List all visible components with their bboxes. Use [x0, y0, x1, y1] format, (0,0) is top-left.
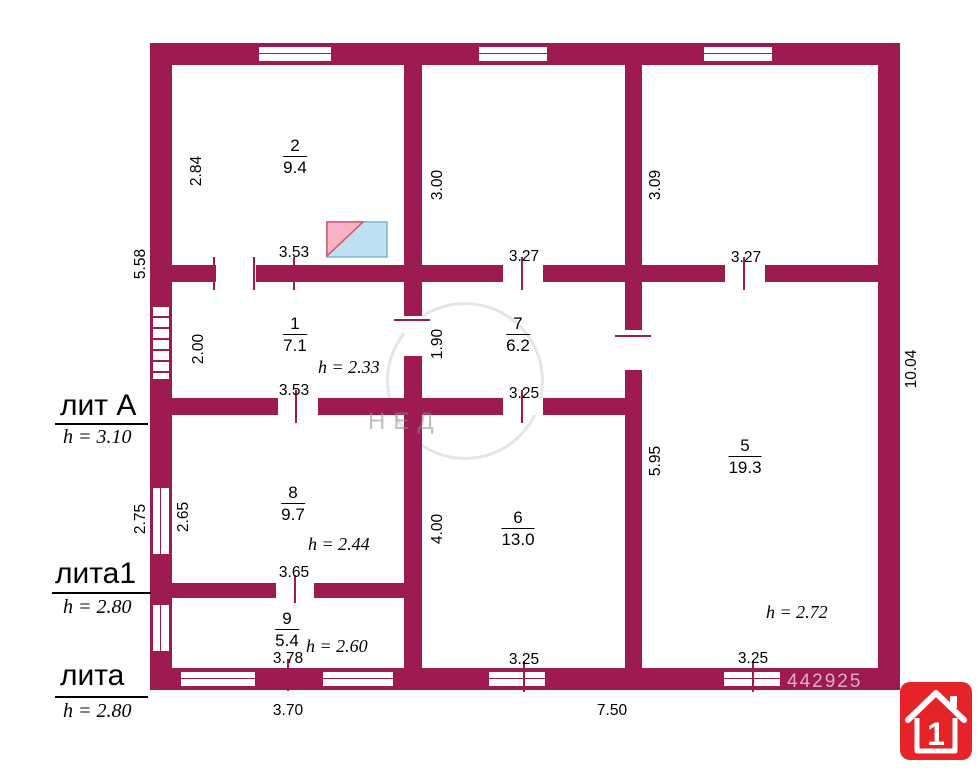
- door-opening-4: [404, 316, 422, 356]
- dim-hall-top-width: 3.27: [508, 248, 540, 265]
- wall-outer-right: [878, 43, 900, 690]
- door-opening-5: [625, 330, 642, 370]
- room-area: 9.7: [281, 505, 305, 525]
- room-label-7: 7 6.2: [506, 314, 530, 357]
- room-number: 2: [283, 136, 307, 158]
- litera-a1-height: h = 2.80: [63, 596, 132, 618]
- dim-hall-top-depth: 3.00: [429, 169, 446, 201]
- door-opening-6: [278, 398, 318, 415]
- watermark-number: 442925: [787, 671, 863, 692]
- dim-room6-width: 3.25: [508, 651, 540, 668]
- room-height-label: h = 2.60: [306, 636, 368, 656]
- door-opening-1: [216, 265, 256, 282]
- room-label-8: 8 9.7: [281, 483, 305, 526]
- room-area: 13.0: [501, 530, 535, 550]
- dim-right-top-depth: 3.09: [647, 169, 664, 201]
- room-number: 9: [275, 609, 299, 631]
- window-top-3: [703, 46, 773, 62]
- door-tick: [253, 257, 255, 290]
- dim-room7-depth: 1.90: [429, 328, 446, 360]
- dim-room8-depth: 2.65: [175, 501, 192, 533]
- furnace-icon: [326, 221, 388, 258]
- door-tick: [213, 257, 215, 290]
- dimension-tick: [521, 390, 523, 423]
- dimension-tick: [293, 257, 295, 290]
- litera-divider: [55, 696, 148, 698]
- dim-room9-width: 3.78: [272, 650, 304, 667]
- dimension-tick: [294, 575, 296, 603]
- room-number: 1: [283, 314, 307, 336]
- dim-room2-width: 3.53: [278, 244, 310, 261]
- room-area: 6.2: [506, 336, 530, 356]
- dim-bottom-outer-left: 3.70: [272, 702, 304, 719]
- room-label-5: 5 19.3: [728, 436, 762, 479]
- wall-inner-vertical-a: [404, 65, 422, 668]
- litera-a0-label: лита: [60, 659, 125, 692]
- window-top-1: [258, 46, 332, 62]
- dim-room2-depth: 2.84: [188, 155, 205, 187]
- dim-bottom-outer-right: 7.50: [596, 702, 628, 719]
- dimension-tick: [521, 257, 523, 290]
- logo-digit: 1: [927, 716, 945, 752]
- room-height-label: h = 2.44: [308, 534, 370, 554]
- litera-divider: [52, 592, 151, 594]
- dim-room7-width: 3.25: [508, 385, 540, 402]
- room-label-1: 1 7.1: [283, 314, 307, 357]
- watermark-text: НЕД: [368, 408, 442, 435]
- dimension-tick: [523, 661, 525, 692]
- window-left-3: [152, 604, 170, 652]
- litera-a0-height: h = 2.80: [63, 700, 132, 722]
- door-opening-2: [503, 265, 543, 282]
- dimension-tick: [287, 659, 289, 691]
- dimension-tick: [752, 661, 754, 692]
- room-label-2: 2 9.4: [283, 136, 307, 179]
- room-height-label: h = 2.72: [766, 602, 828, 622]
- watermark-circle-icon: [386, 302, 544, 460]
- window-bottom-3: [488, 671, 546, 687]
- dim-right-top-width: 3.27: [730, 249, 762, 266]
- dim-room8-width: 3.65: [278, 564, 310, 581]
- dimension-tick: [295, 390, 297, 423]
- dim-right-outer: 10.04: [903, 349, 920, 389]
- room-number: 8: [281, 483, 305, 505]
- room-number: 7: [506, 314, 530, 336]
- dim-left-outer-top: 5.58: [132, 248, 149, 280]
- house-icon: 1: [905, 690, 967, 754]
- room-area: 5.4: [275, 631, 299, 651]
- window-bottom-2: [322, 671, 394, 687]
- door-tick: [394, 319, 430, 321]
- window-left-1: [152, 306, 170, 380]
- litera-a-label: лит А: [60, 389, 137, 422]
- door-opening-7: [503, 398, 543, 415]
- room-height-label: h = 2.33: [318, 357, 380, 377]
- dim-room6-depth: 4.00: [429, 513, 446, 545]
- agency-logo: 1: [900, 682, 972, 760]
- dim-left-outer-mid: 2.75: [132, 503, 149, 535]
- room-area: 9.4: [283, 158, 307, 178]
- dim-room1-depth: 2.00: [190, 333, 207, 365]
- dimension-tick: [743, 257, 745, 290]
- door-opening-3: [725, 265, 765, 282]
- room-label-6: 6 13.0: [501, 508, 535, 551]
- room-area: 19.3: [728, 458, 762, 478]
- litera-a1-label: лита1: [55, 557, 137, 590]
- dim-room5-depth: 5.95: [647, 445, 664, 477]
- litera-a-height: h = 3.10: [63, 426, 132, 448]
- dim-room1-width: 3.53: [278, 382, 310, 399]
- room-number: 5: [728, 436, 762, 458]
- door-tick: [615, 335, 651, 337]
- room-number: 6: [501, 508, 535, 530]
- window-top-2: [478, 46, 548, 62]
- window-left-2: [152, 487, 170, 555]
- window-bottom-1: [180, 671, 256, 687]
- litera-divider: [55, 423, 148, 425]
- room-label-9: 9 5.4: [275, 609, 299, 652]
- dim-room5-width: 3.25: [737, 650, 769, 667]
- room-area: 7.1: [283, 336, 307, 356]
